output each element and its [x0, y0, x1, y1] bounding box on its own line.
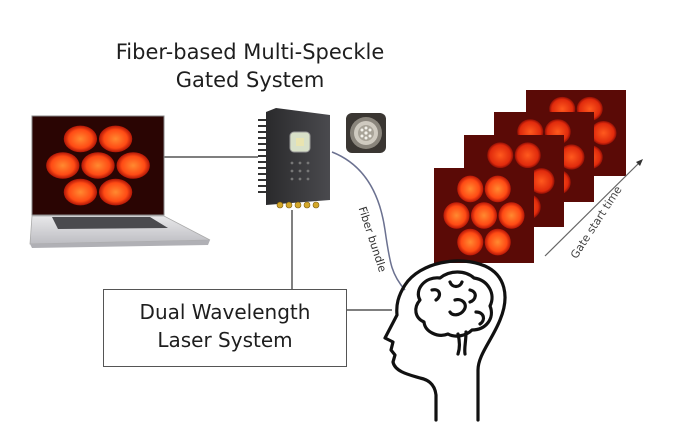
speckle-spot [590, 120, 617, 146]
speckle-spot [457, 175, 484, 203]
detector-box-icon [258, 108, 330, 209]
speckle-frame-stack [434, 90, 626, 263]
speckle-spot [98, 178, 133, 206]
speckle-spot [528, 168, 555, 194]
title-line-2: Gated System [175, 68, 325, 92]
speckle-spot [514, 142, 541, 169]
speckle-spot [81, 152, 115, 179]
fiber-connector-icon [346, 113, 386, 153]
speckle-spot [487, 142, 514, 169]
speckle-spot [116, 152, 150, 179]
speckle-spot [558, 144, 585, 170]
speckle-spot [443, 202, 470, 229]
laptop-speckle-image [46, 125, 150, 206]
laser-box-line-1: Dual Wavelength [139, 300, 311, 324]
speckle-spot [457, 228, 484, 256]
head-brain-icon [383, 259, 507, 422]
laser-system-box: Dual Wavelength Laser System [103, 289, 347, 367]
laptop-icon [29, 115, 211, 248]
connection-lines [163, 156, 392, 311]
speckle-spot [98, 125, 133, 153]
speckle-spot [63, 178, 98, 206]
speckle-spot [484, 175, 511, 203]
gate-time-arrow [544, 159, 643, 257]
speckle-spot [63, 125, 98, 153]
fiber-bundle-cable [331, 151, 406, 291]
system-title: Fiber-based Multi-Speckle Gated System [90, 38, 410, 94]
speckle-spot [498, 202, 525, 229]
laser-box-line-2: Laser System [157, 328, 293, 352]
speckle-frame [434, 168, 534, 263]
speckle-spot [484, 228, 511, 256]
speckle-spot [46, 152, 80, 179]
speckle-spot [471, 202, 497, 229]
title-line-1: Fiber-based Multi-Speckle [115, 40, 385, 64]
